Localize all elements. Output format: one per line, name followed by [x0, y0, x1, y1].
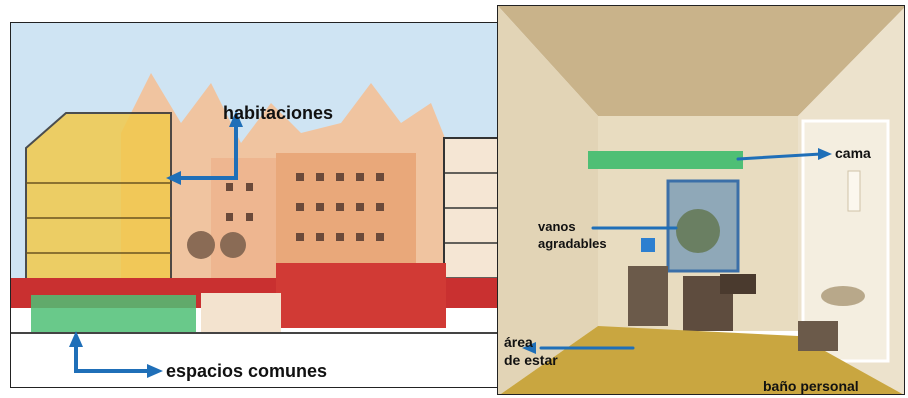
- building-section-illustration: [11, 23, 500, 387]
- cama-label: cama: [835, 145, 871, 161]
- espacios-comunes-label: espacios comunes: [166, 361, 328, 381]
- vanos-label-line1: vanos: [538, 219, 576, 234]
- bano-label: baño personal: [763, 378, 859, 394]
- vanos-label-line2: agradables: [538, 236, 607, 251]
- room-interior-illustration: [498, 6, 904, 394]
- building-section-panel: habitaciones espacios comunes: [10, 22, 501, 388]
- habitaciones-label: habitaciones: [223, 103, 334, 123]
- area-label-line1: área: [504, 334, 533, 350]
- room-interior-panel: cama vanos agradables área de estar baño…: [497, 5, 905, 395]
- area-label-line2: de estar: [504, 352, 558, 368]
